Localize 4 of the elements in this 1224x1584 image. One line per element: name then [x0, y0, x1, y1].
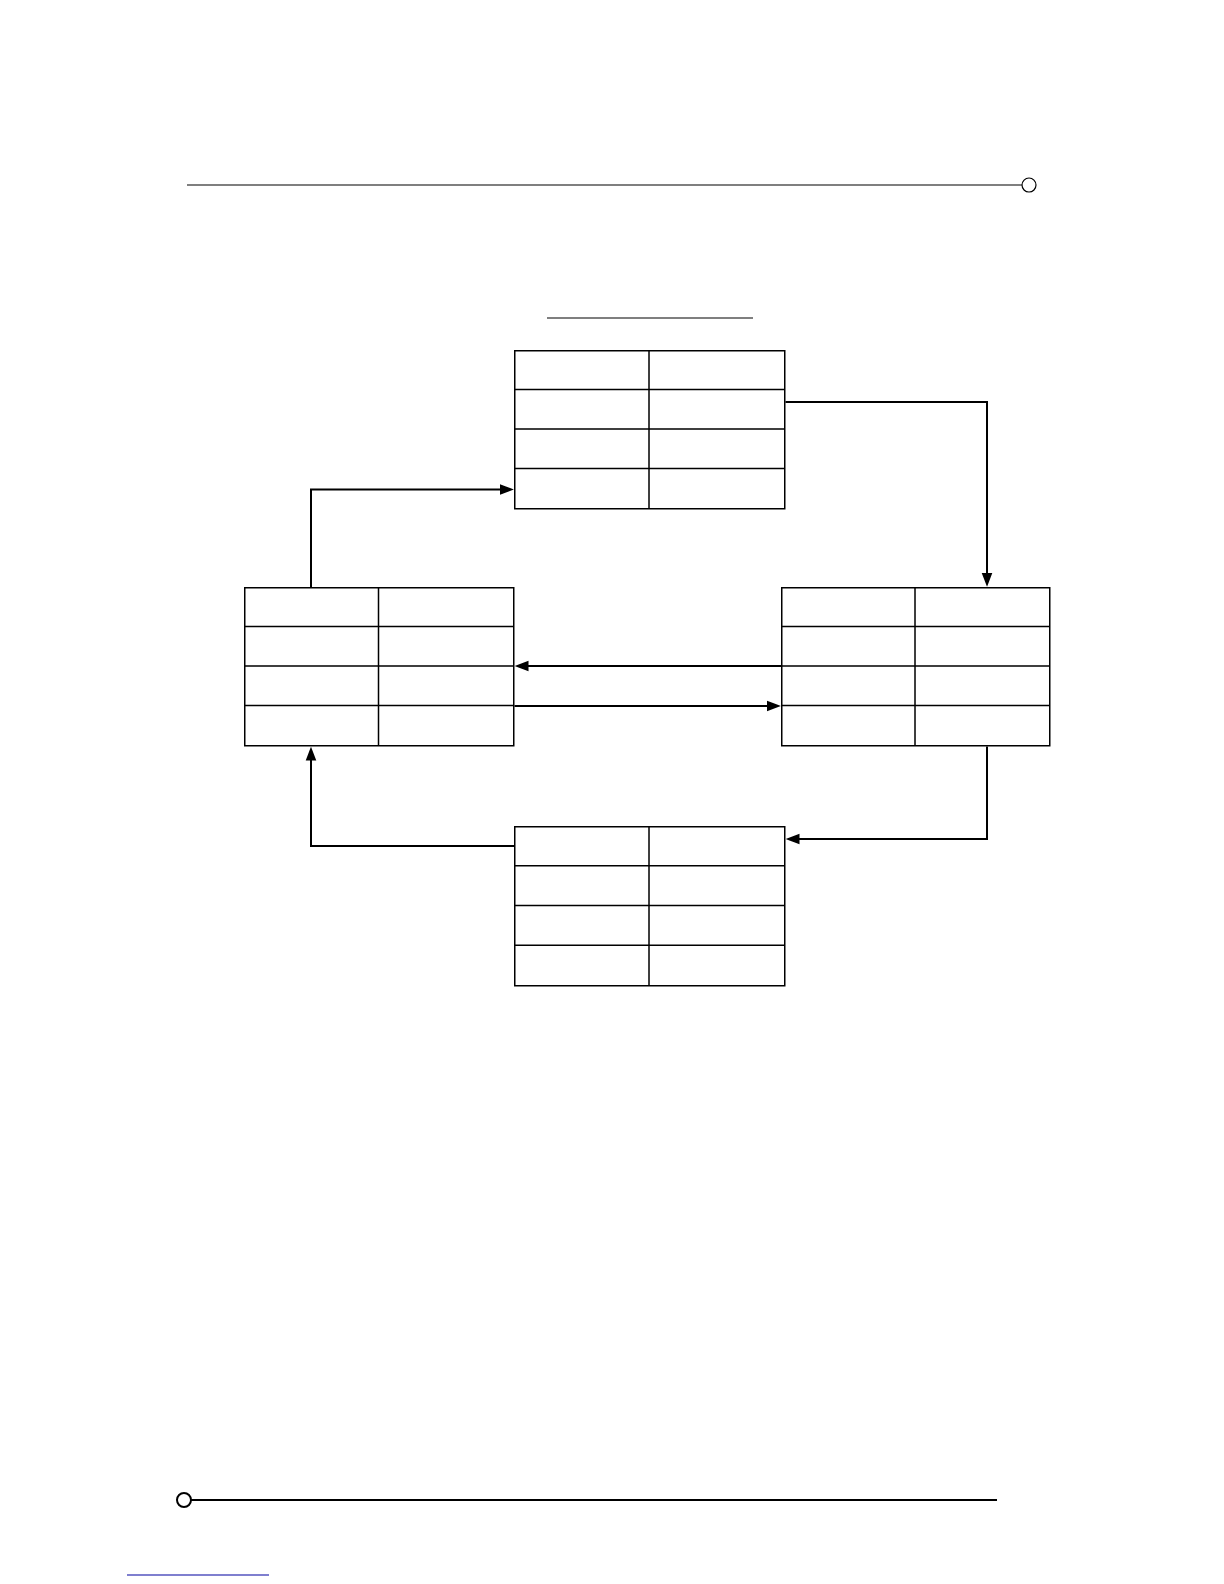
table [243, 586, 515, 747]
table [513, 825, 786, 987]
table [513, 349, 786, 510]
table [780, 586, 1051, 747]
